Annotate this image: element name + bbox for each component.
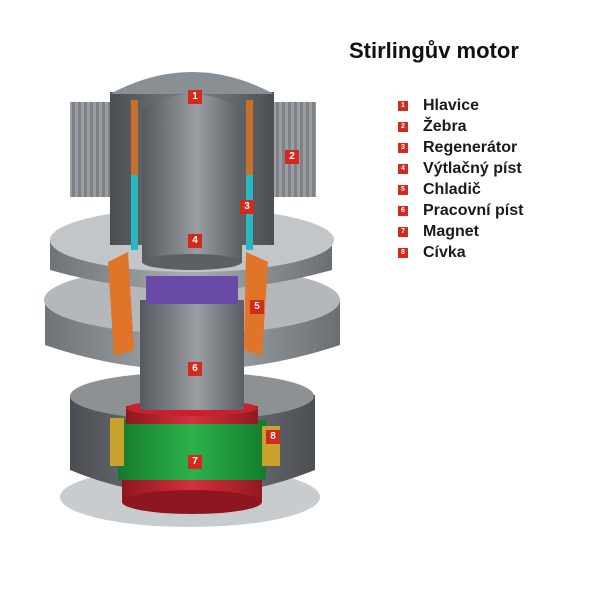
legend-label: Výtlačný píst <box>423 160 522 177</box>
callout-coil: 8 <box>266 430 280 444</box>
diagram-title: Stirlingův motor <box>349 38 519 63</box>
legend-badge: 1 <box>398 101 408 111</box>
coil-winding-left <box>110 418 124 466</box>
legend-badge: 3 <box>398 143 408 153</box>
legend-label: Žebra <box>423 118 467 135</box>
piston-band <box>146 276 238 304</box>
callout-ribs: 2 <box>285 150 299 164</box>
legend-label: Hlavice <box>423 97 480 114</box>
legend-badge: 4 <box>398 164 408 174</box>
legend-label: Chladič <box>423 181 481 198</box>
working-piston <box>140 300 244 410</box>
callout-magnet: 7 <box>188 455 202 469</box>
callout-regenerator: 3 <box>240 200 254 214</box>
callout-displacer: 4 <box>188 234 202 248</box>
legend-label: Magnet <box>423 223 479 240</box>
legend-label: Regenerátor <box>423 139 518 156</box>
legend-badge: 8 <box>398 248 408 258</box>
callout-working-piston: 6 <box>188 362 202 376</box>
legend-label: Pracovní píst <box>423 202 524 219</box>
legend-badge: 2 <box>398 122 408 132</box>
head-liner-left <box>131 100 138 175</box>
magnet-bottom-face <box>122 490 262 514</box>
head-liner-right <box>246 100 253 175</box>
legend-label: Cívka <box>423 244 466 261</box>
coil-body <box>118 420 266 480</box>
legend-badge: 6 <box>398 206 408 216</box>
displacer-piston <box>142 94 242 262</box>
callout-cooler: 5 <box>250 300 264 314</box>
callout-head: 1 <box>188 90 202 104</box>
head-dome <box>110 72 274 94</box>
cooler-left <box>108 252 134 356</box>
displacer-base <box>142 254 242 270</box>
legend-badge: 5 <box>398 185 408 195</box>
legend-badge: 7 <box>398 227 408 237</box>
